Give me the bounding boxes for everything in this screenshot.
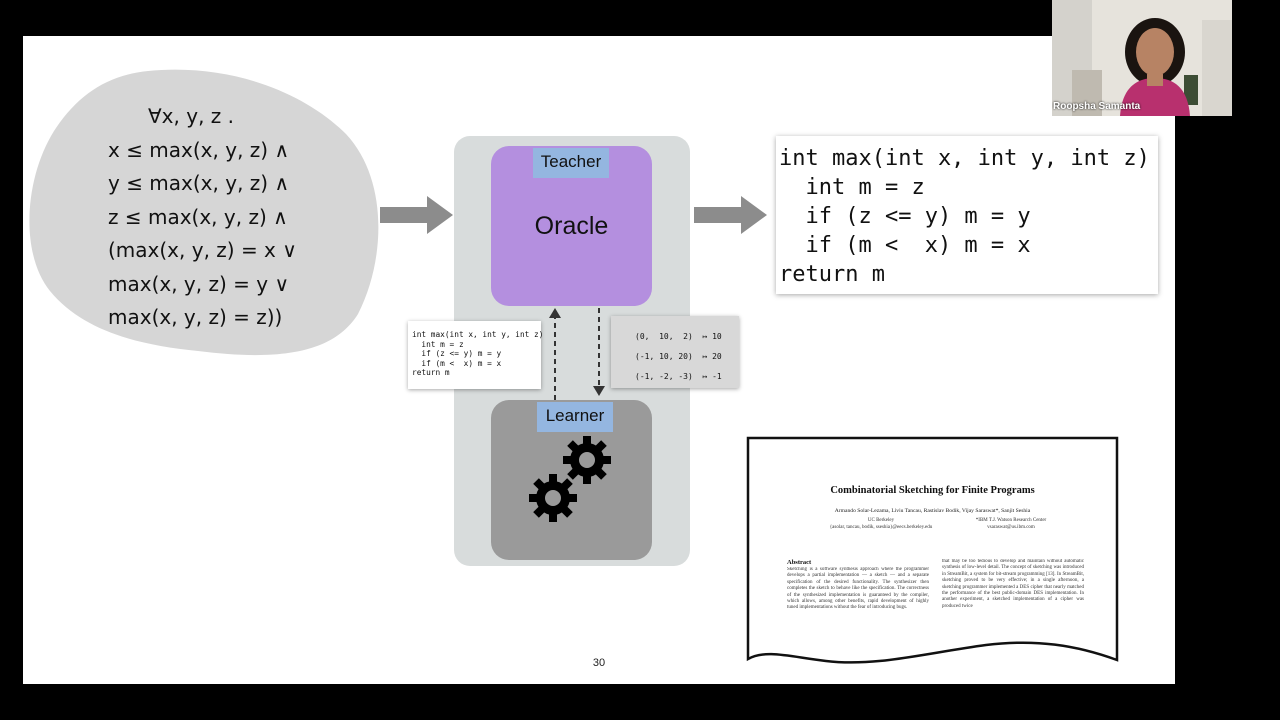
code-line: return m [412,368,450,378]
page-number: 30 [592,657,606,669]
formula-line: max(x, y, z) = z)) [108,305,283,329]
participant-video-image [1052,0,1232,116]
formula-line: (max(x, y, z) = x ∨ [108,238,297,262]
input-arrow-icon [380,196,453,234]
code-line: int max(int x, int y, int z) [779,146,1150,171]
torn-paper-shape [746,436,1119,664]
down-dashed-arrow-icon [593,308,605,396]
code-line: int m = z [779,175,925,200]
example-row: (-1, -2, -3) ↦ -1 [635,372,722,381]
affiliation-right: *IBM T.J. Watson Research Center vsarasw… [946,518,1076,531]
oracle-label: Oracle [534,212,609,240]
formula-line: max(x, y, z) = y ∨ [108,271,290,296]
affiliation-line: UC Berkeley [867,518,895,523]
example-row: (0, 10, 2) ↦ 10 [635,332,722,341]
formula-line: x ≤ max(x, y, z) ∧ [108,137,290,162]
abstract-column-1: Sketching is a software synthesis approa… [787,567,929,611]
learner-tag: Learner [537,402,613,432]
specification-formula: ∀x, y, z . x ≤ max(x, y, z) ∧ y ≤ max(x,… [108,100,297,335]
gears-icon [529,436,611,522]
synthesized-program: int max(int x, int y, int z) int m = z i… [776,136,1158,294]
formula-line: ∀x, y, z . [148,104,234,128]
formula-line: y ≤ max(x, y, z) ∧ [108,171,290,195]
paper-title: Combinatorial Sketching for Finite Progr… [830,485,1035,496]
paper-excerpt: Combinatorial Sketching for Finite Progr… [746,435,1119,668]
affiliation-line: {asolar, tancau, bodik, sseshia}@eecs.be… [829,524,933,530]
specification-bubble [29,69,379,356]
participant-video-tile[interactable]: Roopsha Samanta [1052,0,1232,116]
up-dashed-arrow-icon [549,308,561,400]
paper-authors: Armando Solar-Lezama, Liviu Tancau, Rast… [834,508,1031,514]
code-line: if (m < x) m = x [412,358,502,368]
code-line: if (m < x) m = x [779,233,1031,258]
affiliation-line: vsaraswat@us.ibm.com [987,524,1035,530]
candidate-program: int max(int x, int y, int z) int m = z i… [408,321,544,389]
code-line: int max(int x, int y, int z) [412,330,544,339]
presentation-slide: ∀x, y, z . x ≤ max(x, y, z) ∧ y ≤ max(x,… [23,36,1175,684]
output-arrow-icon [694,196,767,234]
participant-name: Roopsha Samanta [1053,101,1141,112]
teacher-tag: Teacher [533,148,609,178]
abstract-column-2: that may be too tedious to develop and m… [942,559,1084,609]
formula-line: z ≤ max(x, y, z) ∧ [108,204,288,229]
affiliation-left: UC Berkeley {asolar, tancau, bodik, sses… [816,518,946,531]
affiliation-line: *IBM T.J. Watson Research Center [975,518,1047,523]
code-line: int m = z [412,339,464,349]
code-line: if (z <= y) m = y [779,204,1031,229]
example-row: (-1, 10, 20) ↦ 20 [635,352,722,361]
code-line: return m [779,262,885,287]
code-line: if (z <= y) m = y [412,349,502,359]
counterexamples-box: (0, 10, 2) ↦ 10 (-1, 10, 20) ↦ 20 (-1, -… [611,316,739,388]
abstract-heading: Abstract [787,559,812,566]
